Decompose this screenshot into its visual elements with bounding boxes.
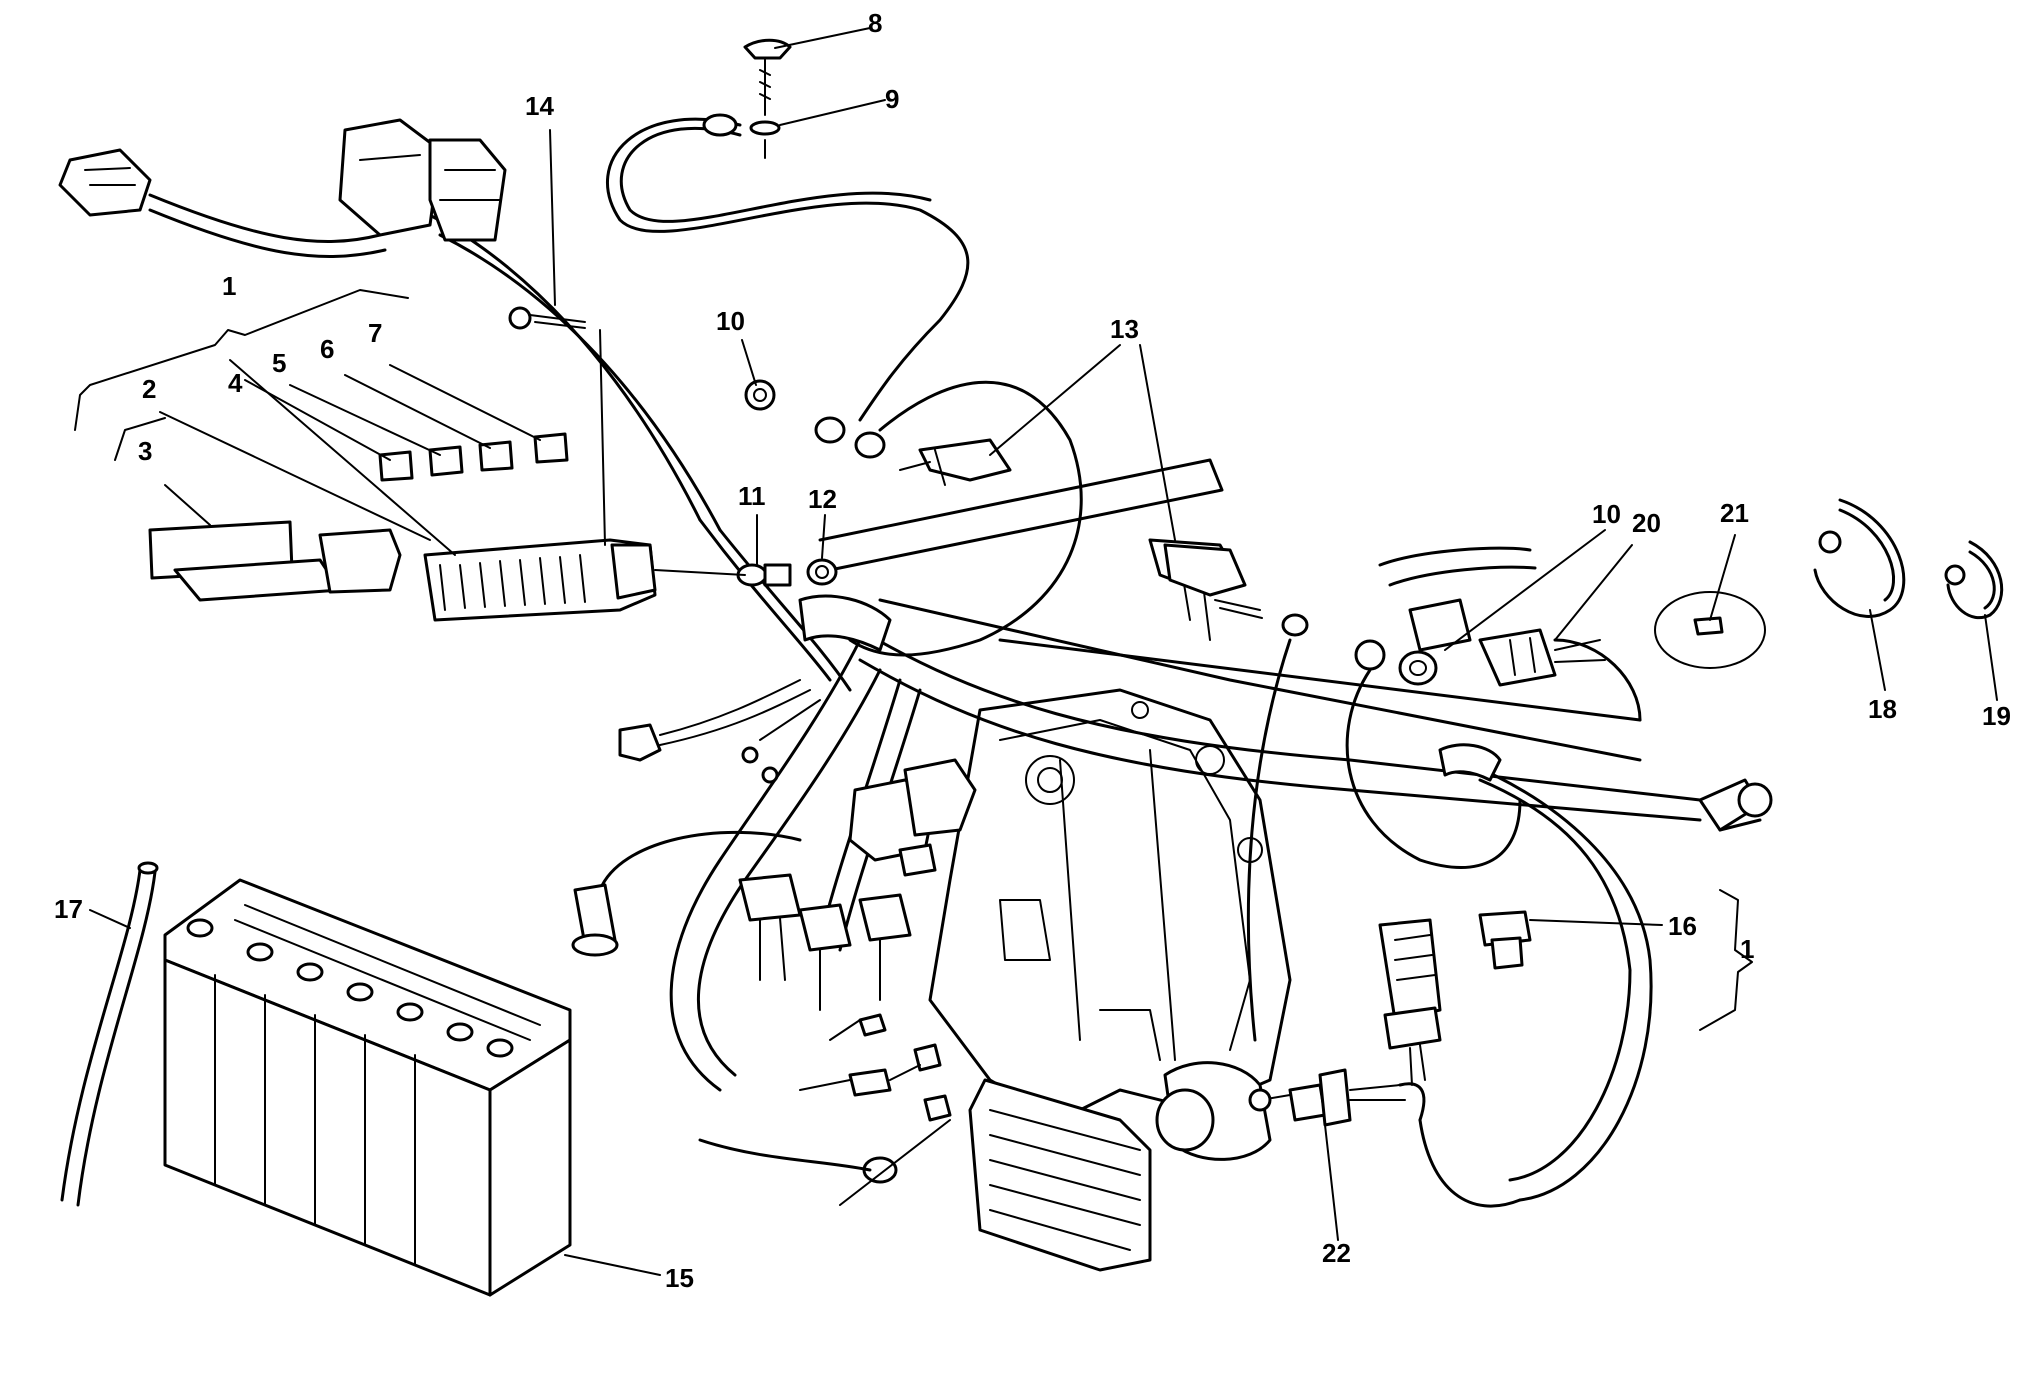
- callout-3: 3: [138, 436, 152, 466]
- callout-14: 14: [525, 91, 554, 121]
- callout-5: 5: [272, 348, 286, 378]
- vent-tube: [60, 861, 159, 1207]
- fuse-box-assembly: [148, 306, 657, 622]
- callout-17: 17: [54, 894, 83, 924]
- callout-1-right: 1: [1740, 934, 1754, 964]
- callout-10-right: 10: [1592, 499, 1621, 529]
- battery: [163, 878, 572, 1297]
- center-components: [571, 679, 1532, 1272]
- callout-19: 19: [1982, 701, 2011, 731]
- callout-7: 7: [368, 318, 382, 348]
- callout-4: 4: [228, 368, 243, 398]
- callout-16: 16: [1668, 911, 1697, 941]
- callout-2: 2: [142, 374, 156, 404]
- callout-9: 9: [885, 84, 899, 114]
- callout-18: 18: [1868, 694, 1897, 724]
- callout-10-left: 10: [716, 306, 745, 336]
- callout-20: 20: [1632, 508, 1661, 538]
- callout-11: 11: [738, 481, 766, 511]
- callout-15: 15: [665, 1263, 694, 1293]
- callout-12: 12: [808, 484, 837, 514]
- callout-labels: 1 1 2 3 4 5 6 7 8 9 10 10 11 12 13 14 15…: [54, 8, 2011, 1293]
- callout-21: 21: [1720, 498, 1749, 528]
- top-left-connectors: [58, 118, 507, 242]
- callout-13: 13: [1110, 314, 1139, 344]
- callout-1-top: 1: [222, 271, 236, 301]
- right-side-parts: [1378, 498, 2004, 832]
- assembly-brackets: [74, 289, 1753, 1031]
- items-11-12: [654, 558, 838, 587]
- leader-lines: [89, 27, 1998, 1276]
- callout-8: 8: [868, 8, 882, 38]
- callout-22: 22: [1322, 1238, 1351, 1268]
- bracket-13: [899, 438, 1522, 1042]
- callout-6: 6: [320, 334, 334, 364]
- ground-cable: [606, 38, 1083, 657]
